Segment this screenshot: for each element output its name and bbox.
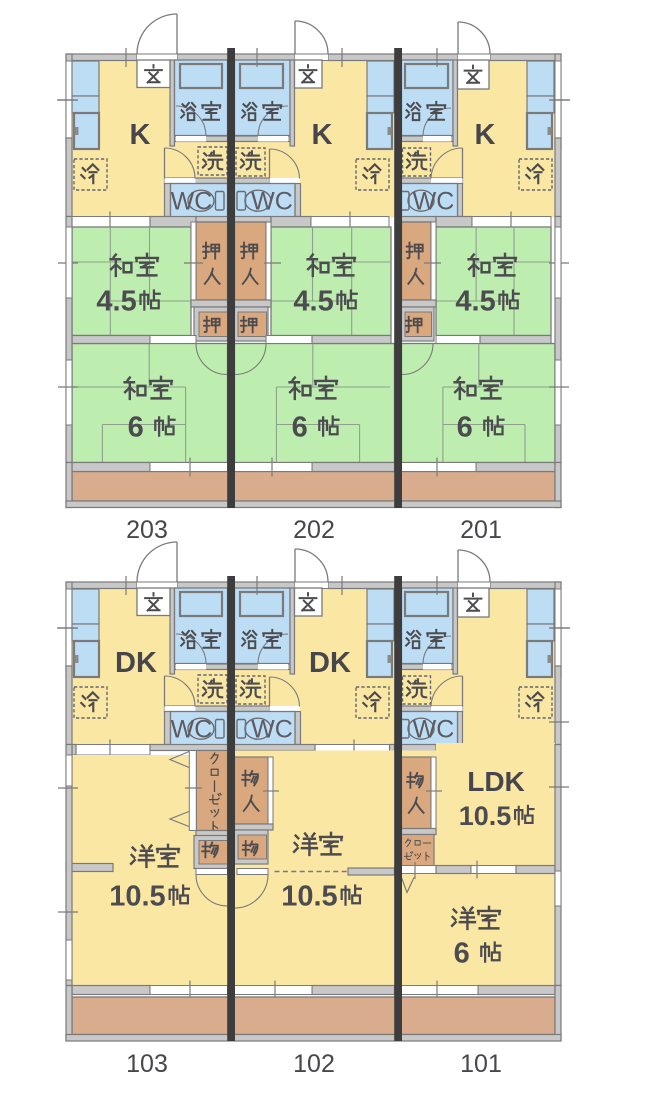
svg-text:6: 6 (292, 412, 308, 444)
svg-text:6: 6 (128, 412, 144, 444)
svg-text:K: K (130, 119, 151, 151)
svg-text:WC: WC (413, 715, 455, 743)
svg-text:4.5: 4.5 (455, 286, 495, 318)
svg-text:6: 6 (457, 412, 473, 444)
svg-text:102: 102 (293, 1050, 335, 1078)
svg-text:WC: WC (251, 715, 293, 743)
svg-text:202: 202 (293, 516, 335, 544)
svg-text:DK: DK (309, 647, 351, 679)
svg-text:10.5: 10.5 (281, 881, 337, 913)
svg-text:10.5: 10.5 (459, 801, 512, 831)
svg-text:WC: WC (171, 715, 213, 743)
svg-text:4.5: 4.5 (96, 286, 136, 318)
svg-text:WC: WC (413, 187, 455, 215)
svg-text:101: 101 (460, 1050, 502, 1078)
svg-text:WC: WC (251, 187, 293, 215)
svg-text:LDK: LDK (467, 766, 525, 797)
svg-text:K: K (312, 119, 333, 151)
svg-text:10.5: 10.5 (109, 881, 165, 913)
svg-text:4.5: 4.5 (293, 286, 333, 318)
svg-text:203: 203 (126, 516, 168, 544)
svg-text:WC: WC (171, 187, 213, 215)
svg-text:103: 103 (126, 1050, 168, 1078)
svg-text:DK: DK (115, 647, 157, 679)
svg-text:K: K (475, 119, 496, 151)
svg-text:201: 201 (460, 516, 502, 544)
svg-text:6: 6 (454, 938, 470, 970)
